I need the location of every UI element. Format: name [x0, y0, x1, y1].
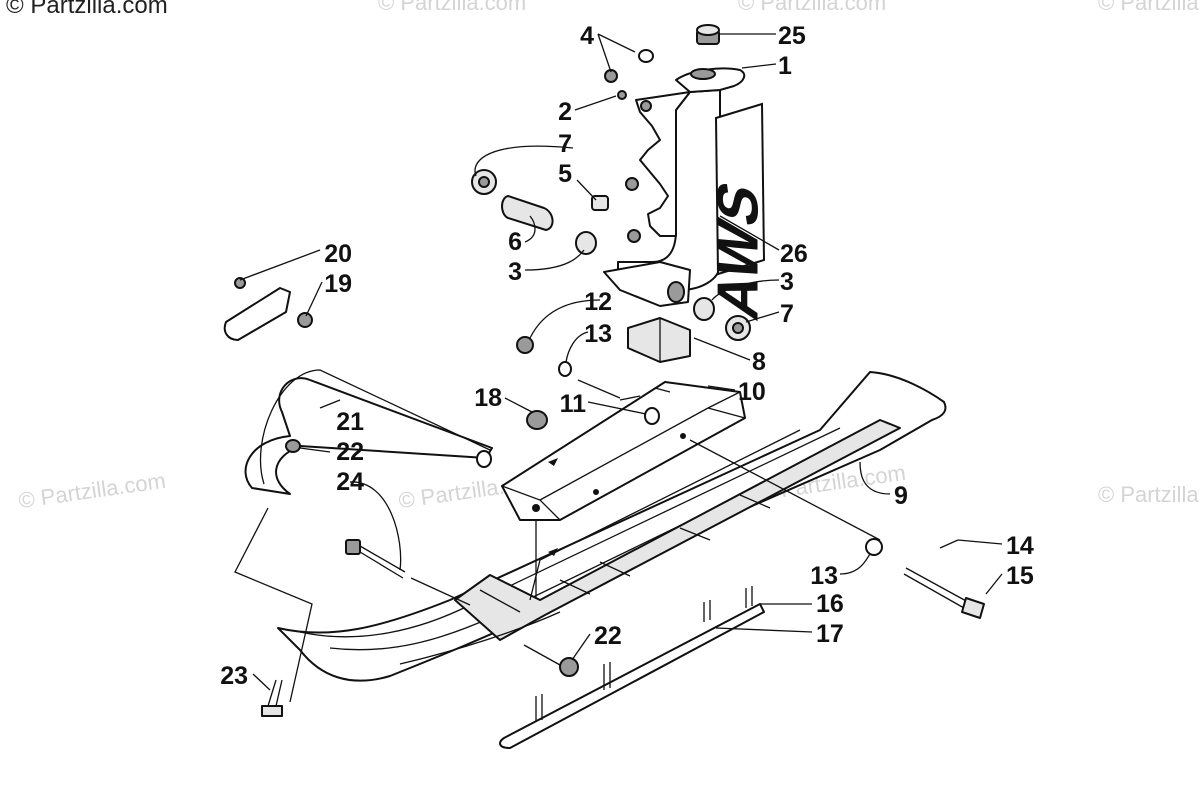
nut-part [526, 410, 548, 430]
callout-18: 18 [474, 384, 502, 412]
callout-7: 7 [780, 300, 794, 328]
watermark: © Partzilla.com [738, 0, 887, 15]
washer-part [558, 361, 572, 377]
cap-part [696, 24, 720, 45]
callout-21: 21 [336, 408, 364, 436]
callout-4: 4 [580, 22, 594, 50]
callout-15: 15 [1006, 562, 1034, 590]
washer-part [638, 49, 654, 63]
callout-12: 12 [584, 288, 612, 316]
callout-19: 19 [324, 270, 352, 298]
bushing-part [725, 315, 751, 341]
bolt-part [865, 538, 985, 619]
callout-11: 11 [560, 390, 587, 418]
callout-16: 16 [816, 590, 844, 618]
handle-part [244, 369, 493, 495]
bolt-part [345, 539, 406, 579]
callout-13: 13 [584, 320, 612, 348]
spacer-part [575, 231, 597, 255]
callout-3: 3 [508, 258, 522, 286]
clip-part [223, 277, 313, 341]
spindle-part [603, 67, 746, 307]
aws-logo-text: AWS [705, 174, 770, 327]
decal-part: AWS [705, 102, 770, 327]
watermark: © Partzilla.com [1098, 0, 1200, 15]
wear-rod-part [499, 586, 765, 749]
callout-23: 23 [220, 662, 248, 690]
sleeve-part [501, 195, 554, 231]
callout-7: 7 [558, 130, 572, 158]
leader-lines [234, 33, 1003, 703]
bushing-part [471, 169, 497, 195]
nut-part [285, 439, 301, 453]
callout-26: 26 [780, 240, 808, 268]
grease-fitting-part [617, 90, 627, 100]
callout-numbers: 4 25 1 2 7 5 6 3 26 3 7 12 13 8 10 11 18… [220, 22, 1034, 690]
callout-13: 13 [810, 562, 838, 590]
callout-5: 5 [558, 160, 572, 188]
callout-8: 8 [752, 348, 766, 376]
callout-25: 25 [778, 22, 806, 50]
callout-10: 10 [738, 378, 766, 406]
callout-14: 14 [1006, 532, 1034, 560]
callout-22: 22 [336, 438, 364, 466]
callout-17: 17 [816, 620, 844, 648]
callout-1: 1 [778, 52, 792, 80]
callout-9: 9 [894, 482, 908, 510]
watermark-top-left: © Partzilla.com [6, 0, 168, 19]
callout-6: 6 [508, 228, 522, 256]
block-part [627, 317, 691, 363]
bolt-part [261, 679, 283, 717]
callout-22: 22 [594, 622, 622, 650]
nut-part [516, 336, 534, 354]
callout-3: 3 [780, 268, 794, 296]
ski-mount-bracket [501, 381, 746, 556]
callout-20: 20 [324, 240, 352, 268]
nut-part [559, 657, 579, 677]
watermark: © Partzilla.com [378, 0, 527, 15]
ski-part [277, 371, 947, 682]
watermark: © Partzilla.com [1098, 482, 1200, 507]
washer-part [644, 407, 660, 425]
callout-2: 2 [558, 98, 572, 126]
spacer-part [693, 297, 715, 321]
callout-24: 24 [336, 468, 364, 496]
